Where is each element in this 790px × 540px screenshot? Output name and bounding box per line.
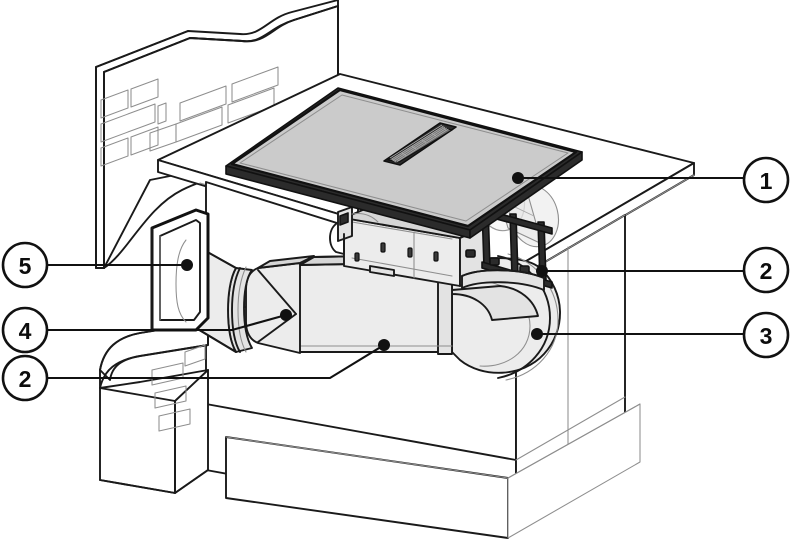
- motor-cable-lead: [351, 212, 379, 223]
- motor-terminal-clip-a: [339, 212, 349, 226]
- wall-sleeve-opening-arc: [175, 239, 187, 323]
- callout-2-right[interactable]: 2: [536, 246, 790, 294]
- callout-5-anchor-dot: [181, 259, 193, 271]
- callout-1-number: 1: [760, 168, 773, 194]
- ducting-group: [150, 208, 561, 381]
- left-cabinet-brick-pattern: [151, 344, 206, 432]
- wall-front-sweep-edge: [103, 5, 339, 73]
- left-cabinet-worktop-lower: [99, 369, 209, 389]
- callout-4-anchor-dot: [280, 309, 292, 321]
- callout-2-right-number: 2: [760, 258, 773, 284]
- callout-2-right-circle[interactable]: [742, 246, 790, 294]
- left-cabinet-worktop-edge: [99, 321, 209, 371]
- fan-housing-clip-1: [489, 257, 500, 266]
- callout-1-circle[interactable]: [742, 156, 790, 204]
- cooktop-group: [225, 87, 583, 239]
- cabinet-shelf-line-1-side: [515, 396, 626, 461]
- callout-4-circle[interactable]: [1, 306, 49, 354]
- callout-3[interactable]: 3: [531, 311, 790, 359]
- callout-4-number: 4: [19, 318, 32, 344]
- callout-2-left-number: 2: [19, 366, 32, 392]
- fan-base-collar-arc: [461, 269, 545, 279]
- motor-mount-foot: [369, 265, 395, 277]
- callout-4-leader-line: [47, 313, 287, 332]
- left-cabinet-worktop-front: [99, 321, 209, 389]
- fan-housing-clip-3: [465, 249, 476, 258]
- callout-2-left-circle[interactable]: [1, 354, 49, 402]
- cabinet-plinth-top-edge: [225, 403, 641, 479]
- callout-2-left-leader-line: [47, 344, 385, 380]
- left-cabinet-body: [99, 387, 176, 494]
- callout-2-right-anchor-dot: [536, 265, 548, 277]
- extraction-slot-slats: [389, 124, 449, 163]
- wall-left-top-edge: [95, 30, 189, 68]
- callout-4[interactable]: 4: [1, 306, 292, 354]
- cooktop-glass-inner-edge: [239, 94, 569, 222]
- motor-housing-boss-1: [380, 242, 386, 253]
- callout-1[interactable]: 1: [512, 156, 790, 204]
- callout-5-circle[interactable]: [1, 241, 49, 289]
- callout-5[interactable]: 5: [1, 241, 193, 289]
- callout-layer: 1 2 3 5 4 2: [1, 156, 790, 402]
- callout-5-number: 5: [19, 253, 32, 279]
- left-cabinet-group: [99, 321, 209, 494]
- flat-duct-bend-inner-curve: [465, 280, 531, 367]
- motor-housing-boss-3: [354, 252, 360, 262]
- callout-2-left-anchor-dot: [378, 339, 390, 351]
- round-duct-collar-rib-1: [231, 267, 241, 353]
- duct-transition-diag-a: [257, 269, 297, 315]
- callout-3-anchor-dot: [531, 328, 543, 340]
- round-duct-collar-rib-2: [237, 266, 247, 353]
- motor-housing-seam-a: [351, 221, 453, 240]
- motor-housing-seam-b: [351, 257, 453, 277]
- motor-housing-boss-2: [407, 247, 413, 258]
- motor-terminal-bracket: [329, 223, 345, 255]
- brick-pattern-left-face: [100, 78, 167, 167]
- callout-2-left[interactable]: 2: [1, 339, 390, 402]
- flat-duct-bend-collar: [451, 285, 539, 321]
- motor-housing-boss-4: [433, 251, 439, 262]
- cabinet-shelf-line-1: [205, 403, 517, 461]
- callout-1-anchor-dot: [512, 172, 524, 184]
- extraction-slot-slats-cross: [391, 126, 447, 163]
- duct-transition-top-face: [257, 255, 315, 269]
- callout-3-number: 3: [760, 323, 773, 349]
- flat-duct-bend-seam-b: [505, 253, 559, 381]
- callout-3-circle[interactable]: [742, 311, 790, 359]
